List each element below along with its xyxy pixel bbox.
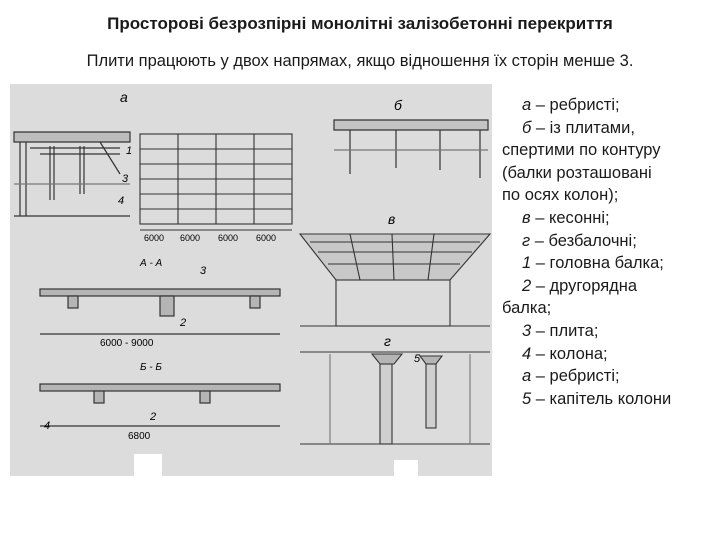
- section-bb: [39, 383, 281, 427]
- label-b: б: [394, 97, 403, 113]
- label-g: г: [384, 333, 391, 349]
- legend-list: а – ребристі;б – із плитами,спертими по …: [502, 94, 718, 410]
- legend-text: спертими по контуру: [502, 141, 661, 160]
- section-aa-label: А - А: [139, 258, 163, 269]
- legend-text: – капітель колони: [531, 389, 672, 408]
- legend-text: – плита;: [531, 321, 599, 340]
- legend-text: – ребристі;: [531, 96, 620, 114]
- legend-key: 4: [522, 344, 532, 363]
- callout-2-bb: 2: [149, 411, 156, 423]
- callout-2-aa: 2: [179, 317, 186, 329]
- engineering-drawing: а б в г 1 3 4: [10, 84, 492, 476]
- dim-range: 6000 - 9000: [100, 338, 154, 349]
- legend-key: 2: [522, 276, 532, 295]
- legend-key: 1: [522, 254, 532, 273]
- legend-line: 1 – головна балка;: [502, 252, 718, 275]
- legend-text: – другорядна: [531, 276, 638, 295]
- legend-key: б: [522, 118, 532, 137]
- dim-6000-4: 6000: [256, 233, 276, 243]
- dim-6000-1: 6000: [144, 233, 164, 243]
- legend-text: – безбалочні;: [530, 231, 637, 250]
- dim-6000-2: 6000: [180, 233, 200, 243]
- legend-line: 2 – другорядна: [502, 275, 718, 298]
- legend-line: 4 – колона;: [502, 343, 718, 366]
- legend-line: балка;: [502, 297, 718, 320]
- legend-key: 5: [522, 389, 532, 408]
- callout-4-bb: 4: [44, 420, 50, 432]
- perspective-ribbed: [13, 131, 131, 217]
- callout-4-a: 4: [118, 195, 124, 207]
- slide-title: Просторові безрозпірні монолітні залізоб…: [107, 14, 613, 33]
- legend-key: в: [522, 208, 531, 227]
- white-patch: [134, 454, 162, 476]
- floor-types-figure: а б в г 1 3 4: [10, 84, 492, 476]
- legend-text: – ребристі;: [531, 367, 620, 386]
- legend-text: – із плитами,: [531, 118, 635, 137]
- legend-text: – головна балка;: [531, 254, 664, 273]
- label-v: в: [388, 211, 395, 227]
- legend-line: 3 – плита;: [502, 320, 718, 343]
- legend-line: (балки розташовані: [502, 162, 718, 185]
- legend-line: 5 – капітель колони: [502, 388, 718, 411]
- legend-line: по осях колон);: [502, 184, 718, 207]
- perspective-coffered: [298, 233, 492, 327]
- legend-text: – кесонні;: [530, 208, 610, 227]
- section-aa: [39, 288, 281, 335]
- label-a: а: [120, 89, 128, 105]
- callout-1-a: 1: [126, 145, 132, 157]
- plan-view: [139, 133, 293, 231]
- section-bb-label: Б - Б: [140, 362, 162, 373]
- legend-line: в – кесонні;: [502, 207, 718, 230]
- callout-5-g: 5: [414, 353, 421, 365]
- legend-key: г: [522, 231, 531, 250]
- legend-text: по осях колон);: [502, 186, 619, 205]
- perspective-slab-on-beams: [333, 119, 489, 178]
- legend-line: спертими по контуру: [502, 139, 718, 162]
- perspective-flat-slab: [300, 351, 490, 445]
- legend-text: балка;: [502, 299, 552, 318]
- legend-key: а: [522, 367, 532, 386]
- white-patch: [394, 460, 418, 476]
- legend-key: 3: [522, 321, 532, 340]
- legend-line: а – ребристі;: [502, 365, 718, 388]
- legend-key: а: [522, 96, 532, 114]
- callout-3-aa: 3: [200, 265, 207, 277]
- slide-subtitle: Плити працюють у двох напрямах, якщо від…: [86, 52, 634, 70]
- legend-line: г – безбалочні;: [502, 230, 718, 253]
- legend-text: – колона;: [531, 344, 608, 363]
- dim-6800: 6800: [128, 431, 151, 442]
- legend-line: б – із плитами,: [502, 117, 718, 140]
- legend-text: (балки розташовані: [502, 163, 652, 182]
- dim-6000-3: 6000: [218, 233, 238, 243]
- callout-3-a: 3: [122, 173, 129, 185]
- legend-line: а – ребристі;: [502, 94, 718, 117]
